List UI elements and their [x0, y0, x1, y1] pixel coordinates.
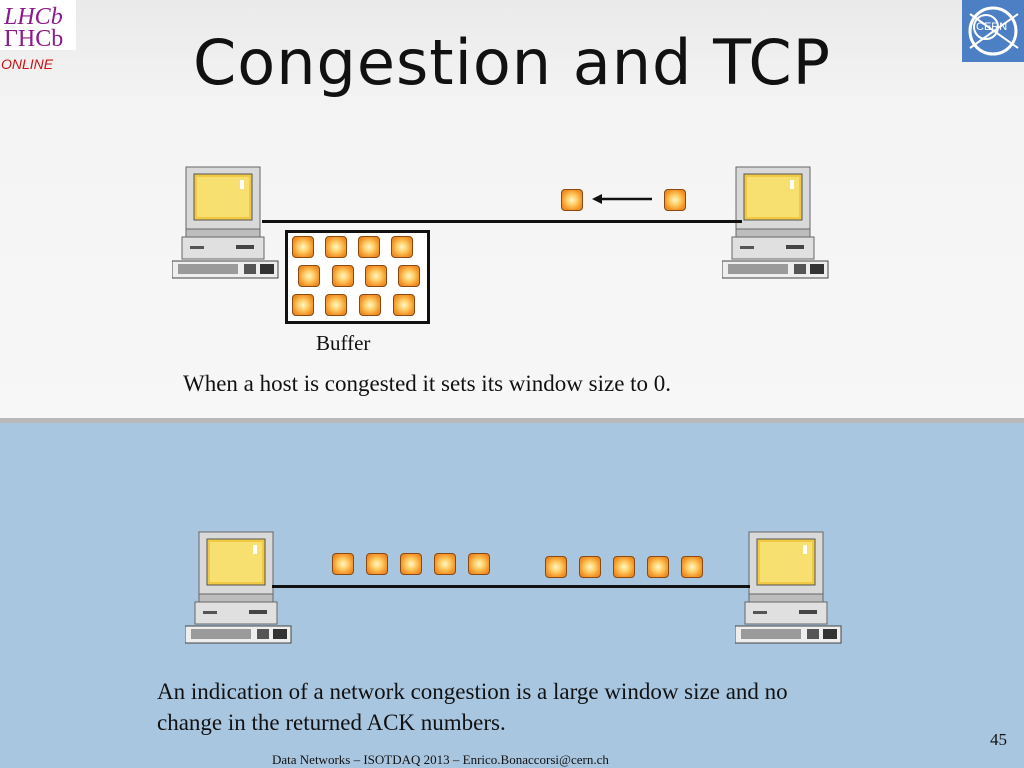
packet: [332, 553, 354, 575]
buffer-packet: [325, 236, 347, 258]
cern-logo: CERN: [962, 0, 1024, 62]
buffer-packet: [332, 265, 354, 287]
host-computer-bottom-left: [185, 530, 295, 648]
packet: [561, 189, 583, 211]
lower-panel: [0, 423, 1024, 768]
buffer-packet: [358, 236, 380, 258]
buffer-packet: [393, 294, 415, 316]
svg-text:ONLINE: ONLINE: [1, 56, 54, 72]
buffer-packet: [398, 265, 420, 287]
arrow-left-icon: [592, 192, 654, 206]
buffer-packet: [292, 236, 314, 258]
packet: [468, 553, 490, 575]
buffer-label: Buffer: [316, 331, 371, 355]
packet: [366, 553, 388, 575]
network-link-bottom: [272, 585, 750, 588]
buffer-packet: [292, 294, 314, 316]
svg-text:ΓHCb: ΓHCb: [4, 26, 63, 52]
host-computer-top-right: [722, 165, 832, 283]
slide-title: Congestion and TCP: [192, 26, 832, 99]
buffer-packet: [298, 265, 320, 287]
description-bottom-line1: An indication of a network congestion is…: [157, 679, 788, 704]
description-top: When a host is congested it sets its win…: [183, 371, 672, 396]
network-link-top: [262, 220, 742, 223]
buffer-packet: [359, 294, 381, 316]
host-computer-bottom-right: [735, 530, 845, 648]
host-computer-top-left: [172, 165, 282, 283]
upper-panel: [0, 0, 1024, 420]
packet: [434, 553, 456, 575]
packet: [579, 556, 601, 578]
panel-separator: [0, 418, 1024, 423]
slide-footer: Data Networks – ISOTDAQ 2013 – Enrico.Bo…: [272, 752, 609, 767]
buffer-packet: [391, 236, 413, 258]
buffer-packet: [365, 265, 387, 287]
page-number: 45: [990, 730, 1007, 749]
svg-text:CERN: CERN: [976, 21, 1007, 33]
buffer-packet: [325, 294, 347, 316]
packet: [647, 556, 669, 578]
lhcb-online-logo: LHCb ΓHCb ONLINE: [0, 0, 78, 72]
packet: [613, 556, 635, 578]
description-bottom-line2: change in the returned ACK numbers.: [157, 710, 506, 735]
packet: [681, 556, 703, 578]
packet: [545, 556, 567, 578]
packet: [400, 553, 422, 575]
svg-text:LHCb: LHCb: [3, 4, 63, 30]
packet: [664, 189, 686, 211]
description-bottom: An indication of a network congestion is…: [157, 676, 917, 738]
